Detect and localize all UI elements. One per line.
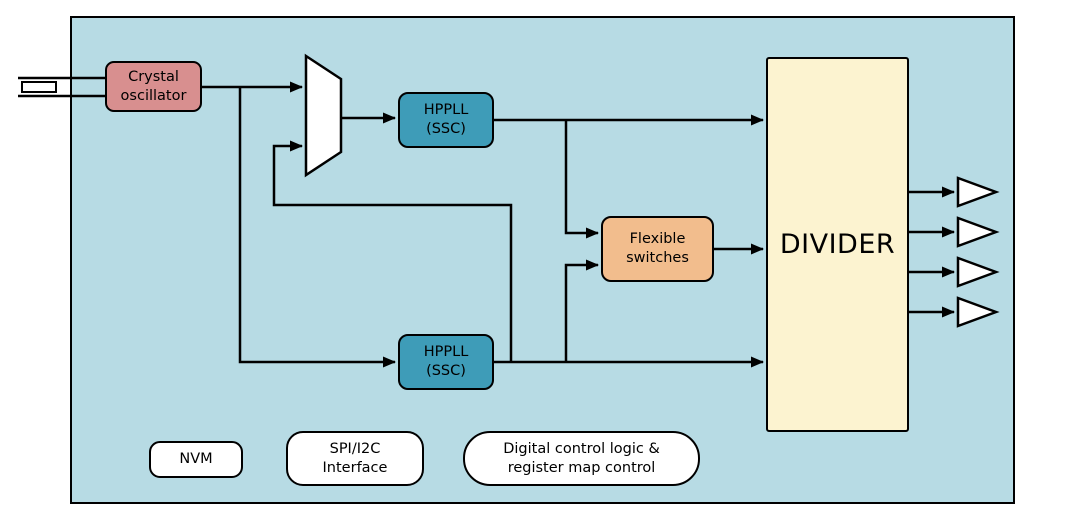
nvm-block: NVM <box>149 441 243 478</box>
wire-crystal-to-bottom-pll <box>238 87 396 368</box>
wire-bottom-pll-to-switches <box>564 259 599 362</box>
spi-i2c-interface-block: SPI/I2C Interface <box>286 431 424 486</box>
hppll-ssc-bottom-block: HPPLL (SSC) <box>398 334 494 390</box>
output-buffer-icon-3 <box>956 256 1000 288</box>
output-buffer-icon-4 <box>956 296 1000 328</box>
digital-control-logic-block: Digital control logic & register map con… <box>463 431 700 486</box>
hppll-ssc-top-block: HPPLL (SSC) <box>398 92 494 148</box>
crystal-oscillator-block: Crystal oscillator <box>105 61 202 112</box>
crystal-icon <box>18 76 105 98</box>
output-buffer-icon-2 <box>956 216 1000 248</box>
divider-block: DIVIDER <box>766 57 909 432</box>
wire-feedback-to-mux <box>272 140 513 362</box>
flexible-switches-block: Flexible switches <box>601 216 714 282</box>
mux-icon <box>304 53 343 178</box>
output-buffer-icons <box>956 176 1000 328</box>
output-buffer-icon-1 <box>956 176 1000 208</box>
wire-top-pll-to-switches <box>564 120 599 239</box>
